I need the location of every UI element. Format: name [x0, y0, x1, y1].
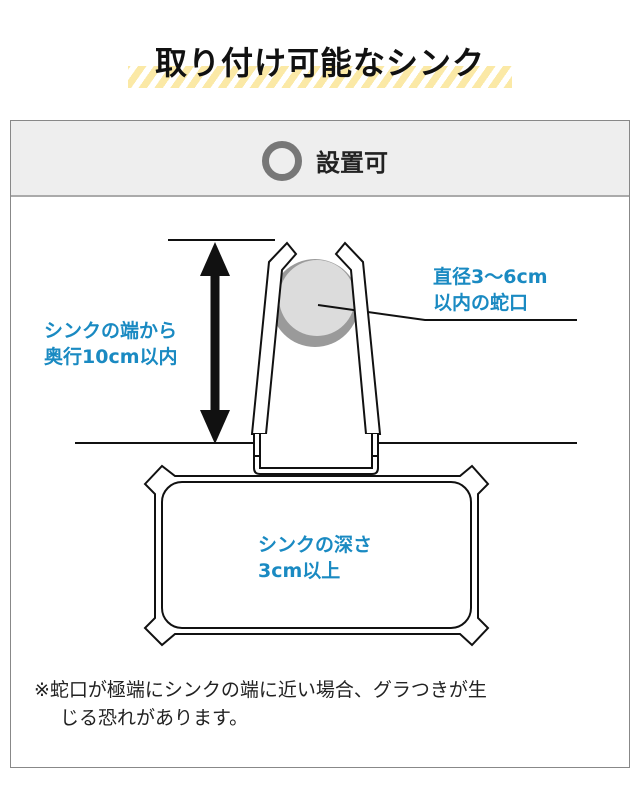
sink-depth-line-2: 3cm以上: [258, 560, 341, 582]
sink-basin: [143, 464, 490, 647]
page-title: 取り付け可能なシンク: [154, 44, 485, 82]
status-header: [11, 121, 629, 197]
circle-ok-icon: [262, 141, 302, 181]
caution-note-line-1: ※蛇口が極端にシンクの端に近い場合、グラつきが生: [34, 679, 487, 701]
sink-depth-label: シンクの深さ 3cm以上: [258, 532, 372, 584]
sink-depth-line-1: シンクの深さ: [258, 534, 373, 556]
depth-from-edge-label: シンクの端から 奥行10cm以内: [44, 318, 178, 370]
depth-label-line-1: シンクの端から: [44, 320, 178, 342]
faucet-icon: [271, 259, 359, 347]
double-arrow-icon: [200, 242, 230, 444]
diagram-frame: [10, 120, 630, 768]
title-highlight: [128, 66, 512, 88]
faucet-diameter-label: 直径3〜6cm 以内の蛇口: [433, 264, 548, 316]
faucet-label-line-2: 以内の蛇口: [433, 292, 529, 314]
caution-note-line-2: じる恐れがあります。: [60, 707, 249, 729]
depth-label-line-2: 奥行10cm以内: [44, 346, 178, 368]
faucet-label-line-1: 直径3〜6cm: [433, 266, 548, 288]
holder-bracket: [250, 241, 382, 475]
status-label: 設置可: [316, 149, 388, 177]
